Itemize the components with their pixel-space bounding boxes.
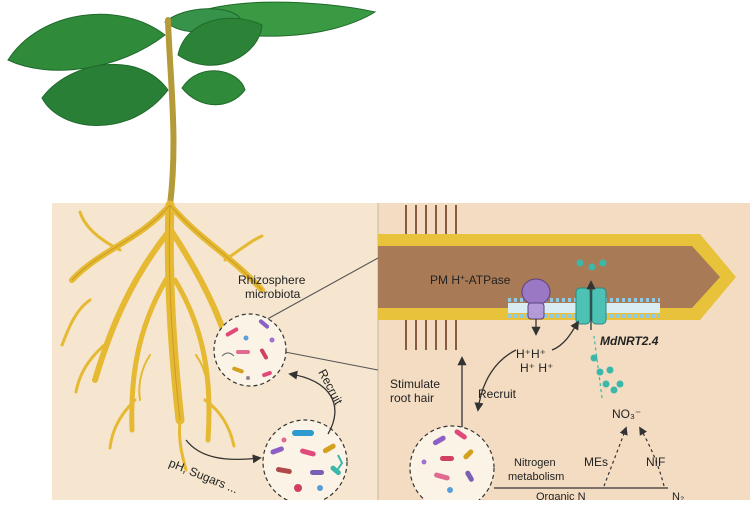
label-pm-atpase: PM H+-ATPase bbox=[430, 273, 511, 288]
label-n2: N₂ bbox=[672, 491, 684, 500]
mes-arrow bbox=[603, 426, 628, 487]
zoom-line-bottom bbox=[284, 351, 379, 371]
root-tip-inner bbox=[378, 246, 720, 308]
nitrate-dots bbox=[576, 259, 624, 394]
zoom-line-top bbox=[261, 257, 379, 323]
label-nitrogen-1: Nitrogen bbox=[514, 457, 556, 469]
label-protons-2: H⁺ H⁺ bbox=[520, 361, 553, 375]
label-rhizosphere-2: microbiota bbox=[245, 287, 301, 301]
leaf-lower-left bbox=[41, 63, 169, 126]
recruit-arrow-left bbox=[288, 370, 336, 435]
label-organic-n: Organic N bbox=[536, 491, 586, 500]
label-nitrate: NO₃⁻ bbox=[612, 407, 641, 421]
nrt-transporter bbox=[575, 280, 607, 330]
label-mes: MEs bbox=[584, 455, 608, 469]
leaf-lower-right bbox=[181, 70, 246, 106]
exudate-arrow bbox=[185, 439, 262, 464]
proton-transport-arrow bbox=[551, 320, 579, 351]
leaf-middle-right bbox=[177, 17, 263, 66]
rhizosphere-circle bbox=[213, 313, 287, 387]
recruit-arrow-right bbox=[474, 349, 517, 412]
label-nif: NIF bbox=[646, 455, 665, 469]
label-transporter: MdNRT2.4 bbox=[600, 334, 659, 348]
label-protons-1: H⁺H⁺ bbox=[516, 347, 546, 361]
label-stimulate-1: Stimulate bbox=[390, 377, 440, 391]
label-recruit-right: Recruit bbox=[478, 387, 517, 401]
label-rhizosphere-1: Rhizosphere bbox=[238, 273, 306, 287]
label-nitrogen-2: metabolism bbox=[508, 471, 564, 483]
label-stimulate-2: root hair bbox=[390, 391, 434, 405]
leaf-top-left bbox=[7, 13, 166, 71]
root-outline bbox=[71, 204, 263, 421]
plant-stem bbox=[165, 17, 177, 208]
plant-leaves bbox=[7, 1, 377, 126]
microbe-circle-right bbox=[409, 425, 495, 505]
nitrate-uptake-dashed bbox=[593, 335, 603, 399]
atpase-protein bbox=[521, 278, 551, 336]
